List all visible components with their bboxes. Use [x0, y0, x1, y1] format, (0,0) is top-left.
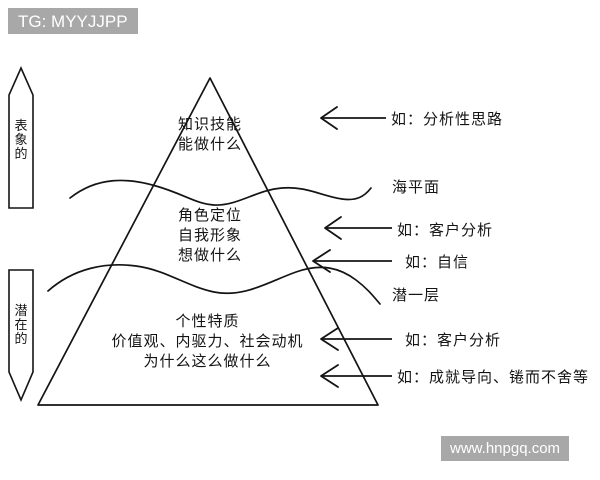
- tier-bottom-line-1: 个性特质: [175, 312, 240, 330]
- annotation-arrow-1: [320, 106, 386, 130]
- watermark-top-left: TG: MYYJJPP: [8, 8, 138, 34]
- tier-bottom-line-2: 价值观、内驱力、社会动机: [111, 331, 304, 350]
- watermark-bottom-right: www.hnpgq.com: [441, 436, 570, 461]
- tier-middle-text: 角色定位 自我形象 想做什么: [135, 206, 285, 265]
- surface-arrow-label: 表 象 的: [11, 119, 31, 163]
- lower-layer-label: 潜一层: [392, 286, 441, 304]
- latent-char-1: 潜: [14, 304, 28, 319]
- surface-char-3: 的: [14, 147, 28, 163]
- pyramid-triangle: [37, 77, 379, 406]
- annotation-arrow-5: [320, 364, 392, 388]
- triangle-outline: [37, 77, 379, 406]
- tier-bottom-line-3: 为什么这么做什么: [143, 351, 272, 370]
- tier-middle-line-1: 角色定位: [177, 206, 242, 224]
- annotation-label-5: 如：成就导向、锩而不舍等: [397, 368, 590, 386]
- tier-top-text: 知识技能 能做什么: [130, 115, 290, 155]
- tier-top-line-1: 知识技能: [177, 115, 242, 133]
- annotation-label-2: 如：客户分析: [397, 221, 494, 239]
- sea-level-label: 海平面: [392, 178, 441, 196]
- annotation-arrow-2: [324, 216, 392, 240]
- annotation-label-3: 如：自信: [405, 253, 470, 271]
- surface-arrow-shape: [8, 66, 34, 209]
- annotation-label-1: 如：分析性思路: [391, 110, 504, 128]
- tier-middle-line-2: 自我形象: [177, 225, 242, 244]
- latent-arrow-shape: [8, 269, 34, 403]
- annotation-arrow-3: [312, 249, 392, 273]
- tier-top-line-2: 能做什么: [177, 134, 242, 153]
- latent-char-2: 在: [14, 318, 28, 334]
- lower-wave: [47, 264, 381, 305]
- latent-arrow-label: 潜 在 的: [11, 304, 31, 348]
- sea-level-wave: [69, 179, 372, 206]
- surface-char-1: 表: [14, 119, 28, 134]
- annotation-label-4: 如：客户分析: [405, 331, 502, 349]
- latent-char-3: 的: [14, 332, 28, 348]
- surface-char-2: 象: [14, 133, 28, 149]
- annotation-arrow-4: [320, 327, 392, 351]
- tier-middle-line-3: 想做什么: [177, 245, 242, 264]
- tier-bottom-text: 个性特质 价值观、内驱力、社会动机 为什么这么做什么: [85, 312, 330, 371]
